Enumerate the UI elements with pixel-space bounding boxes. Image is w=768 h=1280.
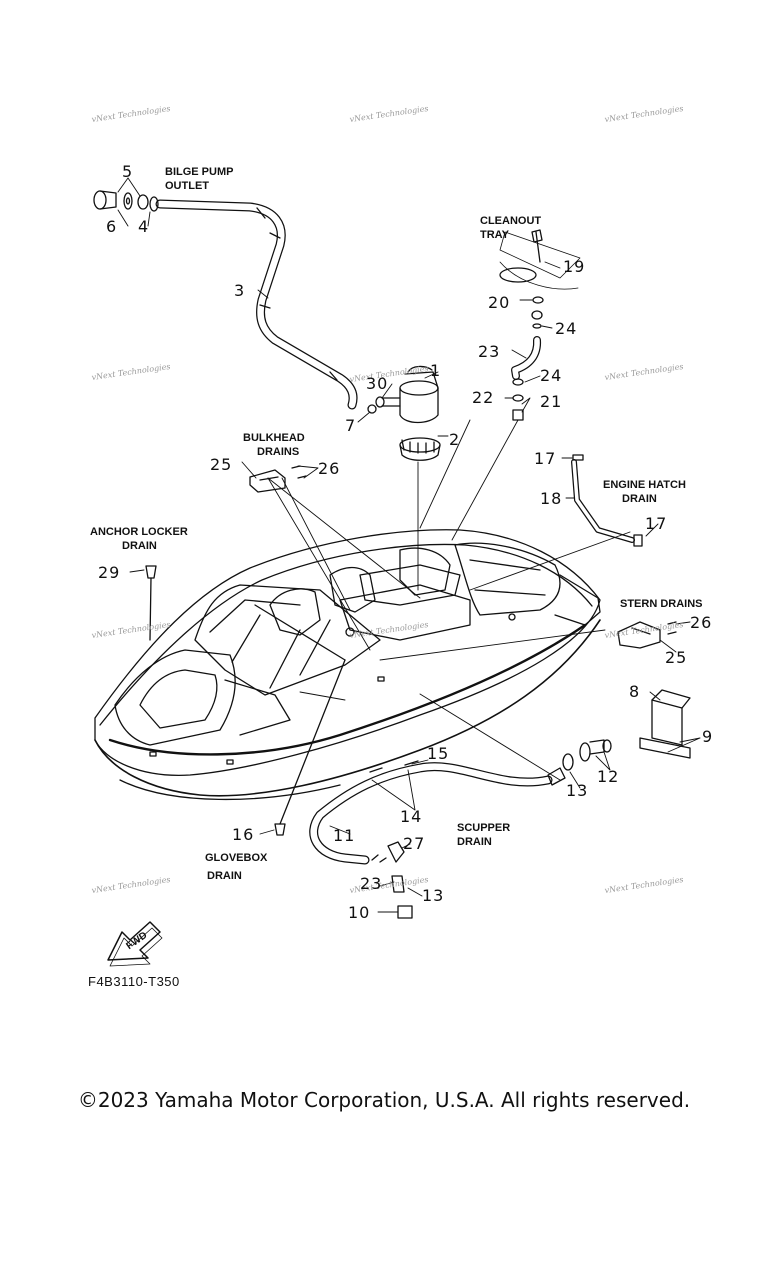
callout-25a: 25 <box>210 455 232 474</box>
stern-drain <box>617 621 677 649</box>
outlet-fitting <box>93 190 159 212</box>
callout-26a: 26 <box>318 459 340 478</box>
label-engine-hatch-drain-1: ENGINE HATCH <box>603 479 686 491</box>
callout-7: 7 <box>345 416 356 435</box>
callout-13a: 13 <box>566 781 588 800</box>
watermark-text: vNext Technologies <box>604 104 684 124</box>
label-bilge-pump-outlet-2: OUTLET <box>165 180 209 192</box>
callout-12: 12 <box>597 767 619 786</box>
callout-2: 2 <box>449 430 460 449</box>
watermark-text: vNext Technologies <box>604 875 684 895</box>
label-anchor-locker-drain-1: ANCHOR LOCKER <box>90 526 188 538</box>
callout-11: 11 <box>333 826 355 845</box>
glovebox-drain <box>274 659 346 836</box>
scupper-hose <box>309 762 566 865</box>
callout-1: 1 <box>430 361 441 380</box>
watermark-text: vNext Technologies <box>91 104 171 124</box>
callout-17b: 17 <box>645 514 667 533</box>
watermark-text: vNext Technologies <box>91 362 171 382</box>
label-anchor-locker-drain-2: DRAIN <box>122 540 157 552</box>
callout-18: 18 <box>540 489 562 508</box>
bilge-hose <box>155 199 358 410</box>
watermark-text: vNext Technologies <box>91 875 171 895</box>
label-scupper-drain-1: SCUPPER <box>457 822 510 834</box>
cover-plate <box>639 689 691 759</box>
section-labels: BILGE PUMP OUTLET CLEANOUT TRAY BULKHEAD… <box>90 166 703 882</box>
label-bilge-pump-outlet-1: BILGE PUMP <box>165 166 233 178</box>
callout-20: 20 <box>488 293 510 312</box>
callout-3: 3 <box>234 281 245 300</box>
callout-23a: 23 <box>478 342 500 361</box>
callout-24a: 24 <box>555 319 577 338</box>
leader-lines <box>117 177 701 913</box>
label-cleanout-tray-1: CLEANOUT <box>480 215 541 227</box>
callout-9: 9 <box>702 727 713 746</box>
label-engine-hatch-drain-2: DRAIN <box>622 493 657 505</box>
label-bulkhead-drains-2: DRAINS <box>257 446 299 458</box>
callout-8: 8 <box>629 682 640 701</box>
callout-16: 16 <box>232 825 254 844</box>
callout-10: 10 <box>348 903 370 922</box>
drawing-code: F4B3110-T350 <box>88 974 180 989</box>
label-cleanout-tray-2: TRAY <box>480 229 510 241</box>
callout-30: 30 <box>366 374 388 393</box>
fwd-arrow-icon <box>107 921 163 967</box>
engine-hatch-drain <box>571 454 643 547</box>
callout-17a: 17 <box>534 449 556 468</box>
callout-5: 5 <box>122 162 133 181</box>
callout-14: 14 <box>400 807 422 826</box>
callout-19: 19 <box>563 257 585 276</box>
anchor-locker-drain <box>145 565 157 641</box>
copyright-notice: ©2023 Yamaha Motor Corporation, U.S.A. A… <box>77 1088 691 1112</box>
callout-24b: 24 <box>540 366 562 385</box>
boat-hull <box>94 529 601 801</box>
watermark-text: vNext Technologies <box>349 104 429 124</box>
bilge-pump <box>367 365 441 461</box>
bulkhead-drain <box>249 465 307 493</box>
label-glovebox-drain-1: GLOVEBOX <box>205 852 268 864</box>
scupper-fittings <box>369 739 612 919</box>
callout-6: 6 <box>106 217 117 236</box>
callout-21: 21 <box>540 392 562 411</box>
label-bulkhead-drains-1: BULKHEAD <box>243 432 305 444</box>
label-scupper-drain-2: DRAIN <box>457 836 492 848</box>
callout-29: 29 <box>98 563 120 582</box>
label-glovebox-drain-2: DRAIN <box>207 870 242 882</box>
watermark-text: vNext Technologies <box>604 362 684 382</box>
callout-26b: 26 <box>690 613 712 632</box>
callout-23b: 23 <box>360 874 382 893</box>
cleanout-tray <box>499 229 581 421</box>
callout-4: 4 <box>138 217 149 236</box>
callout-27: 27 <box>403 834 425 853</box>
callout-25b: 25 <box>665 648 687 667</box>
callout-15: 15 <box>427 744 449 763</box>
label-stern-drains: STERN DRAINS <box>620 598 703 610</box>
callout-22: 22 <box>472 388 494 407</box>
callout-13b: 13 <box>422 886 444 905</box>
callout-numbers: 5 6 4 3 1 30 7 2 19 20 24 23 24 22 21 25… <box>98 162 713 922</box>
